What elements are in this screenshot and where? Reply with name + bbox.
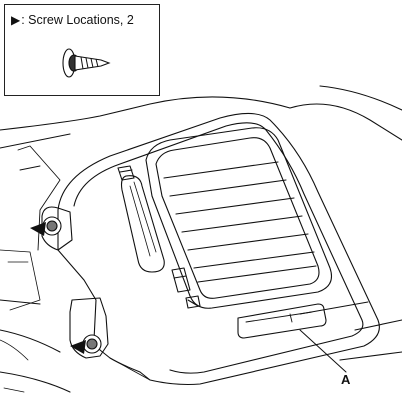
- vent-wheel: [120, 175, 165, 273]
- panel-inner-rim: [73, 122, 364, 374]
- screw-arrow-lower: [70, 340, 86, 354]
- lower-mounting-tab: [69, 297, 109, 359]
- shutoff-knob-top: [117, 165, 135, 181]
- dashboard-background-lines: [0, 85, 402, 149]
- callout-label-a: A: [341, 372, 351, 387]
- screw-upper: [42, 216, 62, 236]
- vent-louvers: [163, 161, 317, 283]
- left-bracket-edge: [17, 145, 61, 251]
- legend-caption: ▶: Screw Locations, 2: [11, 13, 134, 27]
- shutoff-icon-bottom: [185, 295, 201, 309]
- panel-outer-outline: [57, 112, 380, 386]
- vent-bezel-inner: [155, 137, 320, 299]
- legend-box: ▶: Screw Locations, 2: [4, 4, 160, 96]
- shutoff-knob-bottom: [171, 267, 191, 293]
- screw-lower: [82, 334, 102, 354]
- screw-arrow-upper: [30, 222, 46, 236]
- dashboard-lower-lines: [0, 299, 402, 393]
- callout-a-leader: [299, 329, 347, 373]
- legend-text: : Screw Locations, 2: [21, 13, 134, 27]
- left-mounting-tab: [41, 206, 73, 251]
- vent-bezel-outer: [145, 127, 333, 309]
- filled-triangle-arrow-icon: ▶: [11, 13, 21, 27]
- lower-switch-slot: [237, 303, 327, 339]
- flange-screw-icon: [62, 48, 111, 78]
